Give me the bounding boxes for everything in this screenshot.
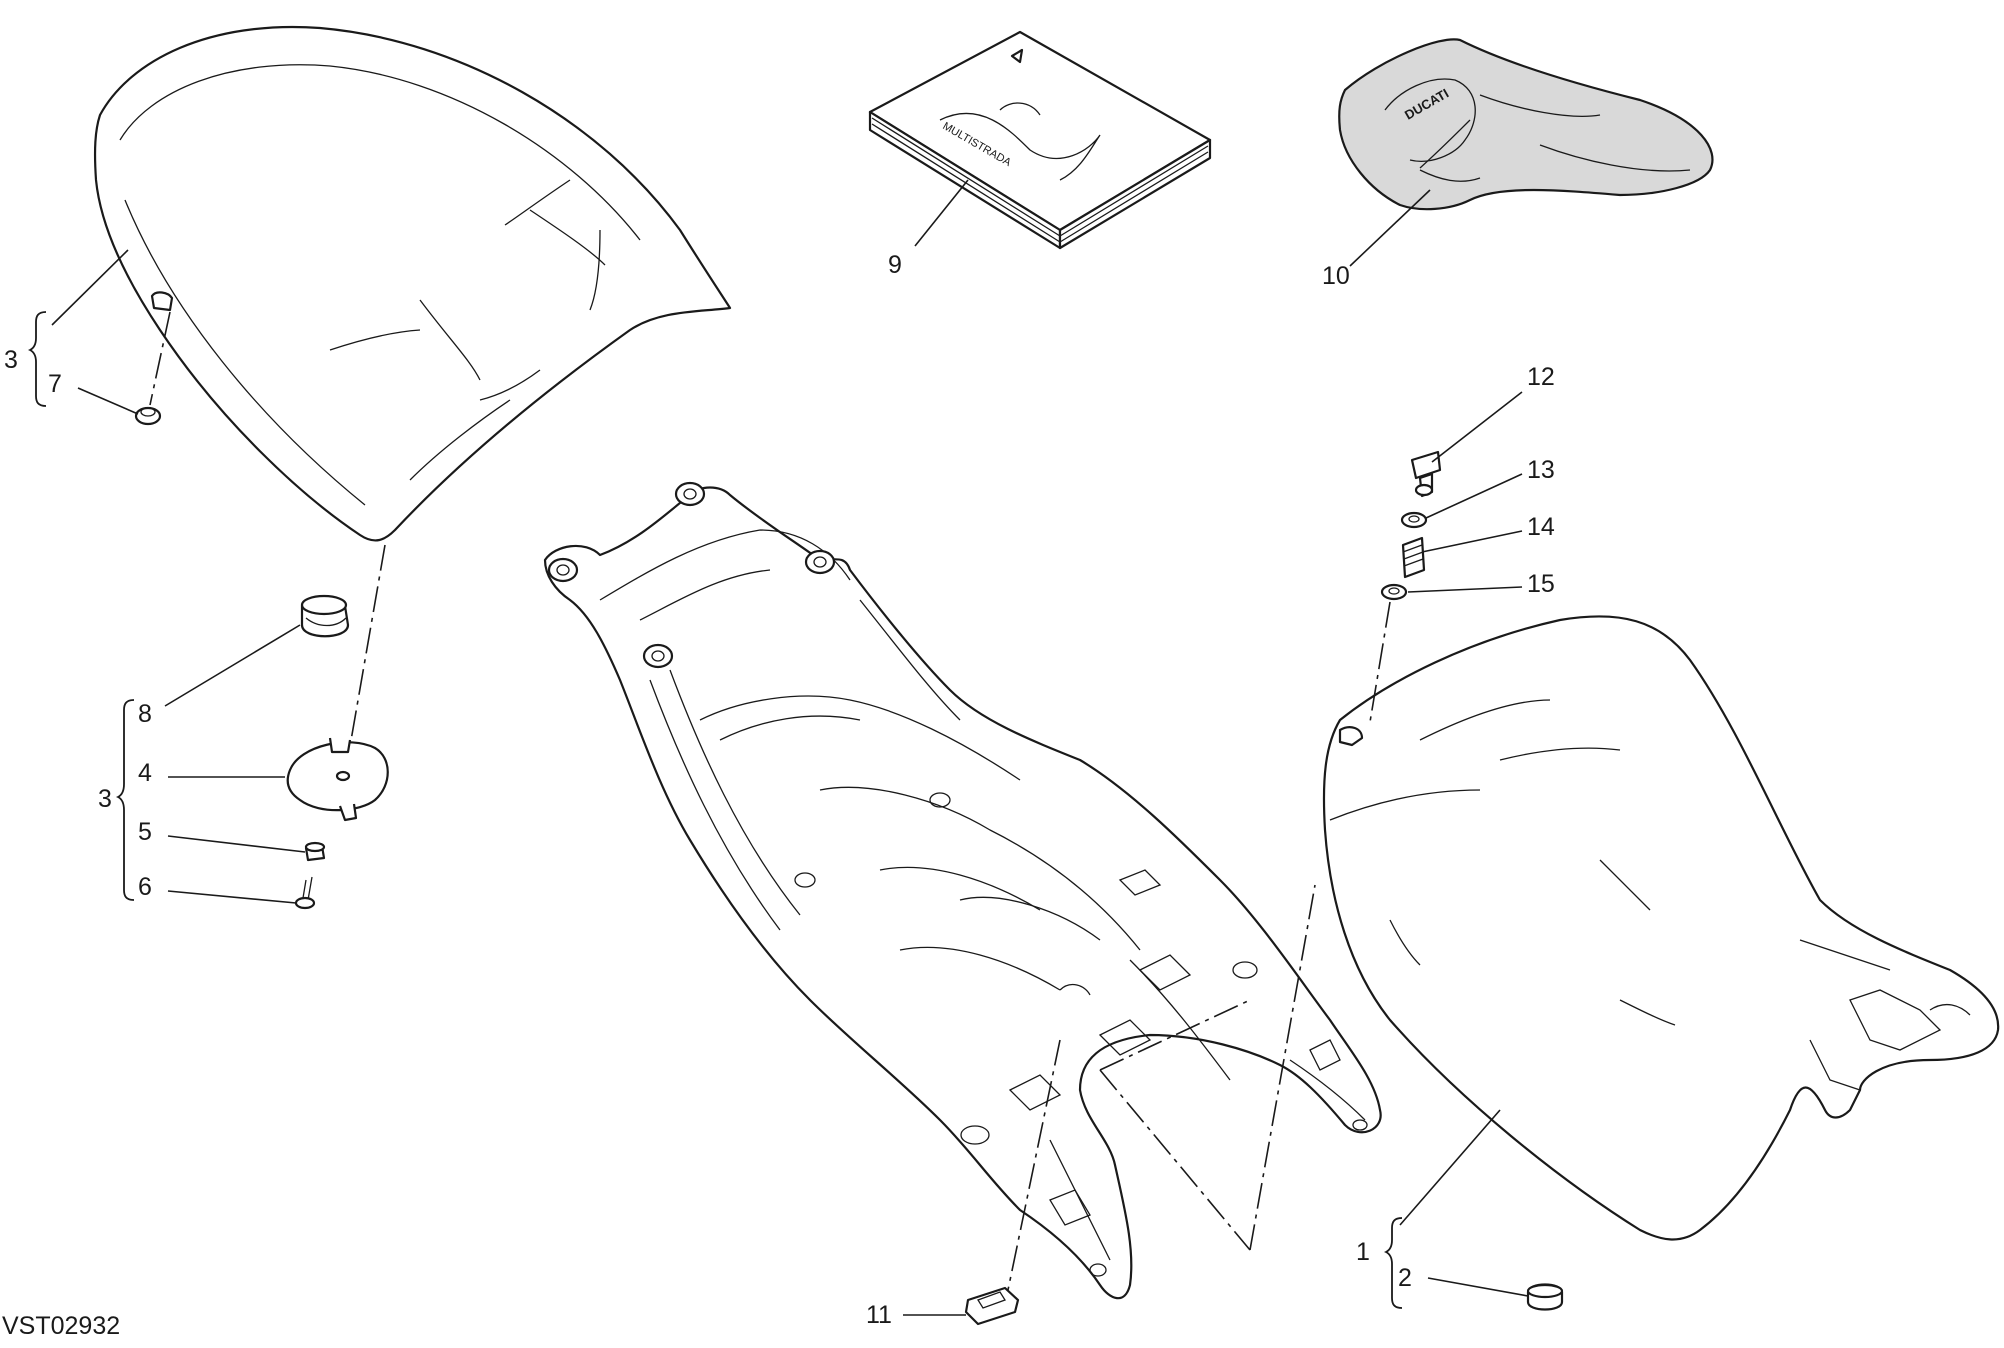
callout-10: 10	[1322, 262, 1350, 290]
callout-2: 2	[1398, 1264, 1412, 1292]
callout-11: 11	[866, 1301, 892, 1329]
callout-3-top: 3	[4, 346, 18, 374]
latch-plate-4	[286, 737, 389, 822]
callout-4: 4	[138, 759, 152, 787]
callout-9: 9	[888, 251, 902, 279]
washer-13	[1400, 511, 1428, 529]
rear-subframe	[543, 481, 1382, 1300]
key-12	[1410, 450, 1442, 498]
spring-14	[1401, 536, 1426, 579]
callout-7: 7	[48, 370, 62, 398]
callout-8: 8	[138, 700, 152, 728]
callout-6: 6	[138, 873, 152, 901]
screw-6	[294, 876, 316, 910]
passenger-seat	[93, 25, 732, 542]
washer-15	[1380, 583, 1408, 601]
screw-7	[134, 406, 162, 426]
callout-1: 1	[1356, 1238, 1370, 1266]
callout-13: 13	[1527, 456, 1555, 484]
callout-3-mid: 3	[98, 785, 112, 813]
plug-2	[1526, 1283, 1564, 1311]
callout-labels: 3 7 8 3 4 5 6 9 10 12 13 14 15 1 2 11	[4, 251, 1555, 1329]
seat-cover-10: DUCATI	[1338, 38, 1714, 211]
owner-manual-9: MULTISTRADA	[868, 30, 1212, 250]
clip-11	[964, 1286, 1020, 1326]
callout-5: 5	[138, 818, 152, 846]
callout-14: 14	[1527, 513, 1555, 541]
callout-12: 12	[1527, 363, 1555, 391]
rubber-pad-8	[300, 594, 350, 638]
seat-lock-assembly	[1369, 450, 1442, 723]
nut-5	[304, 841, 326, 862]
drawing-code: VST02932	[2, 1312, 120, 1340]
leader-lines	[51, 179, 1529, 1316]
rider-seat	[1322, 615, 2000, 1241]
callout-15: 15	[1527, 570, 1555, 598]
grouping-braces	[27, 311, 1403, 1309]
